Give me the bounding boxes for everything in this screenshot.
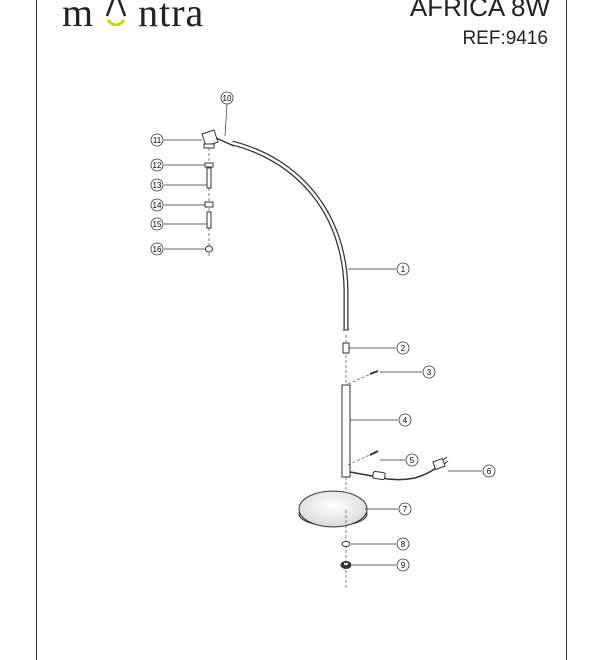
callout-12: 12 [150,158,164,172]
logo-letters-ntra: ntra [138,0,205,35]
power-cable [349,456,449,481]
callout-4-label: 4 [403,416,408,425]
callout-10: 10 [220,91,234,105]
lower-tube [341,384,351,492]
callout-10-label: 10 [223,94,232,103]
callout-6: 6 [482,464,496,478]
frame-right-border [566,0,567,660]
head-hardware-stack [204,148,214,258]
callout-6-label: 6 [487,467,492,476]
arc-arm [231,140,349,331]
brand-logo: m ntra [62,0,204,36]
callout-7-label: 7 [403,505,408,514]
callout-14: 14 [150,198,164,212]
callout-3: 3 [422,365,436,379]
washer [341,541,351,547]
base-disc [298,490,368,590]
callout-13: 13 [150,178,164,192]
callout-15: 15 [150,217,164,231]
callout-13-label: 13 [153,181,162,190]
callout-5: 5 [405,453,419,467]
logo-a-icon [105,0,127,27]
callout-16: 16 [150,242,164,256]
logo-letter-m: m [62,0,95,35]
callout-14-label: 14 [153,201,162,210]
callout-8-label: 8 [401,540,406,549]
product-reference: REF:9416 [462,28,548,49]
base-screw [347,450,379,466]
frame-left-border [36,0,37,660]
callout-11-label: 11 [153,136,162,145]
product-title: AFRICA 8W [409,0,550,22]
callout-9-label: 9 [401,561,406,570]
callout-3-label: 3 [427,368,432,377]
callout-12-label: 12 [153,161,162,170]
arm-connector [342,335,350,385]
set-screw [347,370,379,385]
callout-1: 1 [396,262,410,276]
logo-a-mark [105,0,127,36]
callout-8: 8 [396,537,410,551]
callout-1-label: 1 [401,265,406,274]
callout-2-label: 2 [401,344,406,353]
callout-7: 7 [398,502,412,516]
callout-9: 9 [396,558,410,572]
nut [340,561,352,569]
callout-2: 2 [396,341,410,355]
lamp-head [201,129,235,149]
callout-11: 11 [150,133,164,147]
callout-16-label: 16 [153,245,162,254]
callout-4: 4 [398,413,412,427]
leader-lines [164,103,482,566]
callout-5-label: 5 [410,456,415,465]
callout-15-label: 15 [153,220,162,229]
